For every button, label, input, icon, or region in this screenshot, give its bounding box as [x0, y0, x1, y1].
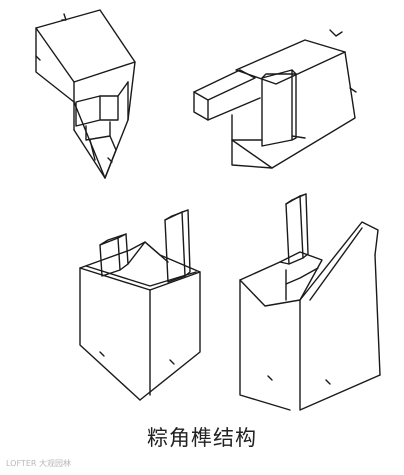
joint-view-3	[80, 210, 200, 400]
joint-drawings	[0, 0, 404, 420]
joint-view-2	[194, 30, 356, 168]
watermark-logo: LOFTER 大观园林	[6, 459, 71, 468]
figure-caption: 粽角榫结构	[147, 426, 257, 450]
joint-view-4	[240, 194, 380, 410]
joint-view-1	[36, 10, 135, 178]
